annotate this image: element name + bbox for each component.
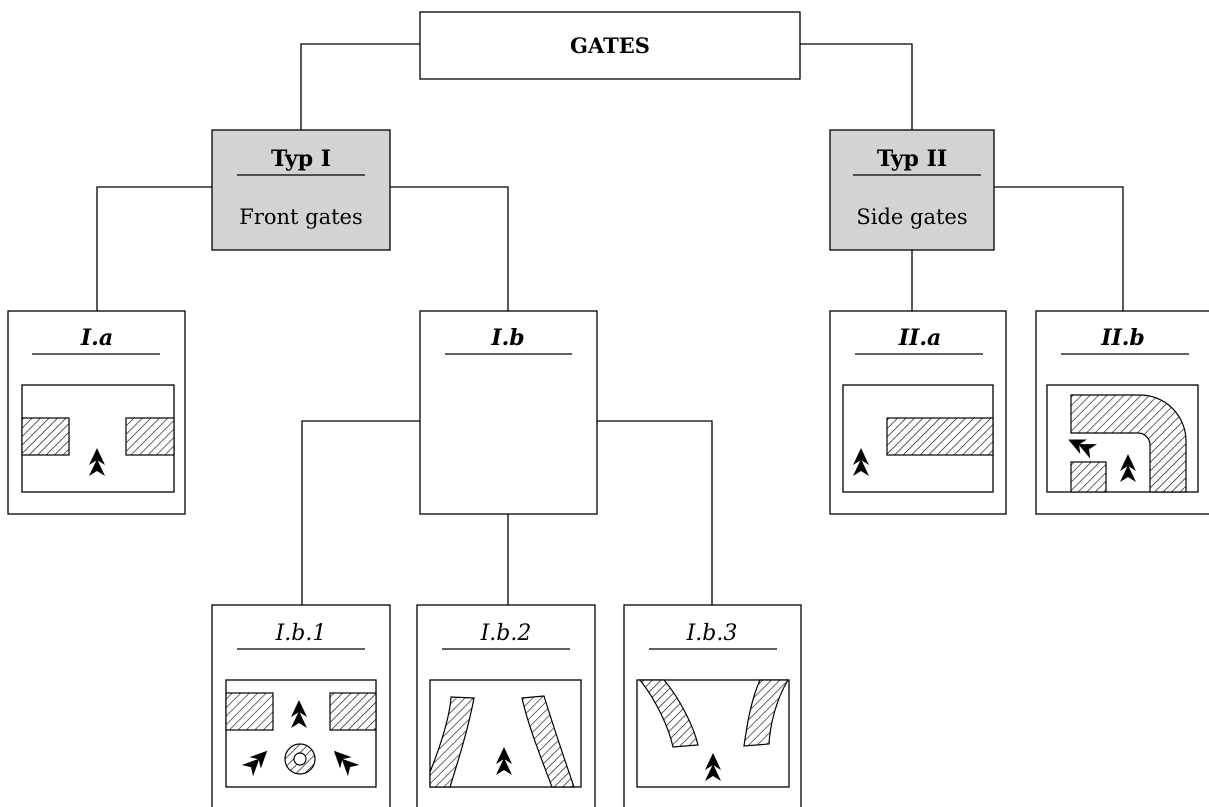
curved-wall-block bbox=[521, 695, 575, 788]
leaf-node-iia: II.a bbox=[829, 310, 1007, 515]
type-node-typ1: Typ I Front gates bbox=[211, 129, 391, 251]
subleaf-node-ib3: I.b.3 bbox=[623, 604, 802, 807]
wall-block bbox=[329, 692, 377, 731]
gate-illustration-ia bbox=[21, 384, 175, 493]
connector-root-typ1 bbox=[300, 43, 420, 130]
wall-block bbox=[886, 417, 994, 456]
root-title: GATES bbox=[570, 33, 650, 58]
gate-illustration-ib2 bbox=[429, 679, 582, 788]
type-title: Typ I bbox=[271, 146, 331, 172]
subleaf-title: I.b.1 bbox=[275, 621, 327, 646]
gate-illustration-ib1 bbox=[225, 679, 377, 788]
curved-wall-block bbox=[743, 679, 790, 747]
curved-wall-block bbox=[1070, 394, 1187, 493]
type-subtitle: Side gates bbox=[856, 205, 967, 229]
wall-block bbox=[125, 417, 175, 456]
leaf-node-iib: II.b bbox=[1035, 310, 1209, 515]
gate-illustration-iia bbox=[842, 384, 994, 493]
type-subtitle: Front gates bbox=[239, 205, 363, 229]
connector-typ1-ia bbox=[96, 186, 212, 311]
type-title: Typ II bbox=[877, 146, 947, 172]
connectors bbox=[96, 43, 1124, 605]
curved-wall-block bbox=[429, 696, 475, 788]
subleaf-node-ib2: I.b.2 bbox=[416, 604, 596, 807]
subleaf-title: I.b.2 bbox=[480, 621, 532, 646]
leaf-title: I.a bbox=[80, 325, 113, 351]
connector-ib-ib3 bbox=[597, 420, 713, 605]
subleaf-title: I.b.3 bbox=[686, 621, 738, 646]
wall-block bbox=[1070, 461, 1107, 493]
leaf-node-ib: I.b bbox=[419, 310, 598, 515]
connector-typ2-iib bbox=[994, 186, 1124, 311]
wall-block bbox=[21, 417, 70, 456]
type-node-typ2: Typ II Side gates bbox=[829, 129, 995, 251]
leaf-title: I.b bbox=[490, 325, 524, 351]
leaf-title: II.a bbox=[898, 325, 942, 351]
leaf-node-ia: I.a bbox=[7, 310, 186, 515]
connector-root-typ2 bbox=[800, 43, 913, 130]
subleaf-node-ib1: I.b.1 bbox=[211, 604, 391, 807]
gate-illustration-iib bbox=[1046, 384, 1199, 493]
gate-illustration-ib3 bbox=[636, 679, 790, 788]
connector-ib-ib1 bbox=[301, 420, 420, 605]
leaf-title: II.b bbox=[1100, 325, 1145, 351]
ring-center bbox=[293, 752, 307, 766]
curved-wall-block bbox=[638, 679, 699, 748]
connector-typ1-ib bbox=[390, 186, 509, 311]
root-node: GATES bbox=[419, 11, 801, 80]
wall-block bbox=[225, 692, 274, 731]
